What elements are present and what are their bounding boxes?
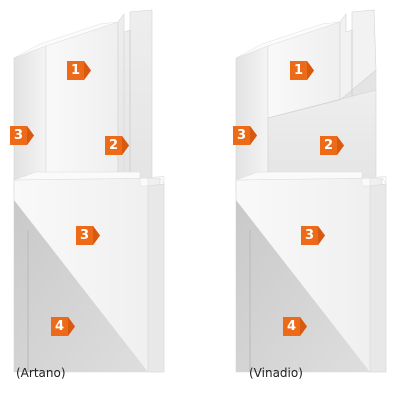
artano-marker-1-label: 1 — [70, 63, 81, 78]
artano-marker-2: 2 — [105, 136, 130, 155]
artano-door-profile — [13, 9, 165, 373]
artano-marker-4-label: 4 — [54, 319, 65, 334]
artano-marker-4: 4 — [51, 317, 76, 336]
artano-upper-panel — [45, 21, 119, 187]
vinadio-upper-top-edge — [235, 21, 341, 59]
vinadio-marker-3-lower: 3 — [301, 226, 326, 245]
artano-upper-top-edge — [13, 21, 119, 59]
artano-marker-3-side-label: 3 — [13, 128, 24, 143]
vinadio-marker-3-side-label: 3 — [236, 128, 247, 143]
arrow-tag-icon — [67, 61, 91, 80]
artano-marker-2-label: 2 — [108, 138, 119, 153]
caption-artano: (Artano) — [16, 366, 66, 380]
artano-marker-1: 1 — [67, 61, 92, 80]
artano-marker-3-lower: 3 — [76, 226, 101, 245]
vinadio-marker-3-lower-label: 3 — [304, 228, 315, 243]
arrow-tag-icon — [233, 126, 257, 145]
vinadio-marker-3-side: 3 — [233, 126, 258, 145]
vinadio-marker-4-label: 4 — [286, 319, 297, 334]
vinadio-marker-1: 1 — [290, 61, 315, 80]
artano-right-stile — [117, 9, 153, 187]
vinadio-marker-4: 4 — [283, 317, 308, 336]
vinadio-shaded-bevel — [236, 200, 370, 372]
arrow-tag-icon — [283, 317, 307, 336]
arrow-tag-icon — [301, 226, 325, 245]
artano-marker-3-side: 3 — [10, 126, 35, 145]
vinadio-marker-1-label: 1 — [293, 63, 304, 78]
arrow-tag-icon — [105, 136, 129, 155]
arrow-tag-icon — [10, 126, 34, 145]
vinadio-lower-right-side — [369, 183, 387, 373]
arrow-tag-icon — [320, 136, 344, 155]
artano-shaded-bevel — [14, 200, 148, 372]
arrow-tag-icon — [290, 61, 314, 80]
artano-lower-top-edge — [13, 171, 165, 187]
artano-lower-right-side — [147, 183, 165, 373]
vinadio-marker-2-label: 2 — [323, 138, 334, 153]
artano-marker-3-lower-label: 3 — [79, 228, 90, 243]
arrow-tag-icon — [51, 317, 75, 336]
vinadio-lower-top-edge — [235, 171, 387, 187]
arrow-tag-icon — [76, 226, 100, 245]
vinadio-marker-2: 2 — [320, 136, 345, 155]
caption-vinadio: (Vinadio) — [249, 366, 303, 380]
